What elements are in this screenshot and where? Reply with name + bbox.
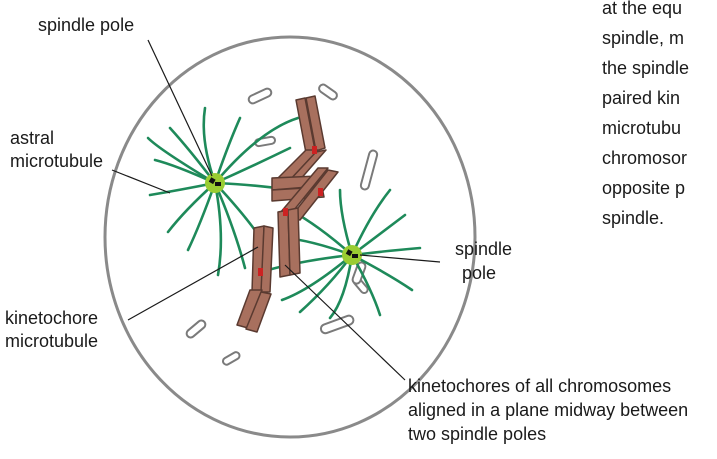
side-caption-line: paired kin bbox=[602, 88, 680, 108]
label-kinetochores-line3: two spindle poles bbox=[408, 424, 546, 444]
label-kinetochore-mt-line1: kinetochore bbox=[5, 308, 98, 328]
kinetochore bbox=[283, 208, 288, 216]
side-caption-line: opposite p bbox=[602, 178, 685, 198]
side-caption-line: at the equ bbox=[602, 0, 682, 18]
label-spindle-pole-right-line1: spindle bbox=[455, 239, 512, 259]
right-spindle-pole bbox=[342, 245, 362, 265]
side-caption-line: spindle. bbox=[602, 208, 664, 228]
side-caption-line: chromosor bbox=[602, 148, 687, 168]
label-astral-line2: microtubule bbox=[10, 151, 103, 171]
label-spindle-pole-top: spindle pole bbox=[38, 15, 134, 35]
chromosome bbox=[288, 208, 300, 275]
centriole bbox=[215, 182, 221, 186]
label-astral-line1: astral bbox=[10, 128, 54, 148]
chromosome bbox=[261, 226, 273, 292]
left-spindle-pole bbox=[205, 173, 225, 193]
side-caption: at the equ spindle, m the spindle paired… bbox=[602, 0, 689, 228]
kinetochore bbox=[318, 188, 323, 196]
label-kinetochores-line2: aligned in a plane midway between bbox=[408, 400, 688, 420]
centriole bbox=[352, 254, 358, 258]
kinetochore bbox=[312, 146, 317, 154]
side-caption-line: the spindle bbox=[602, 58, 689, 78]
side-caption-line: microtubu bbox=[602, 118, 681, 138]
label-kinetochores-line1: kinetochores of all chromosomes bbox=[408, 376, 671, 396]
side-caption-line: spindle, m bbox=[602, 28, 684, 48]
label-spindle-pole-right-line2: pole bbox=[462, 263, 496, 283]
label-kinetochore-mt-line2: microtubule bbox=[5, 331, 98, 351]
kinetochore bbox=[258, 268, 263, 276]
